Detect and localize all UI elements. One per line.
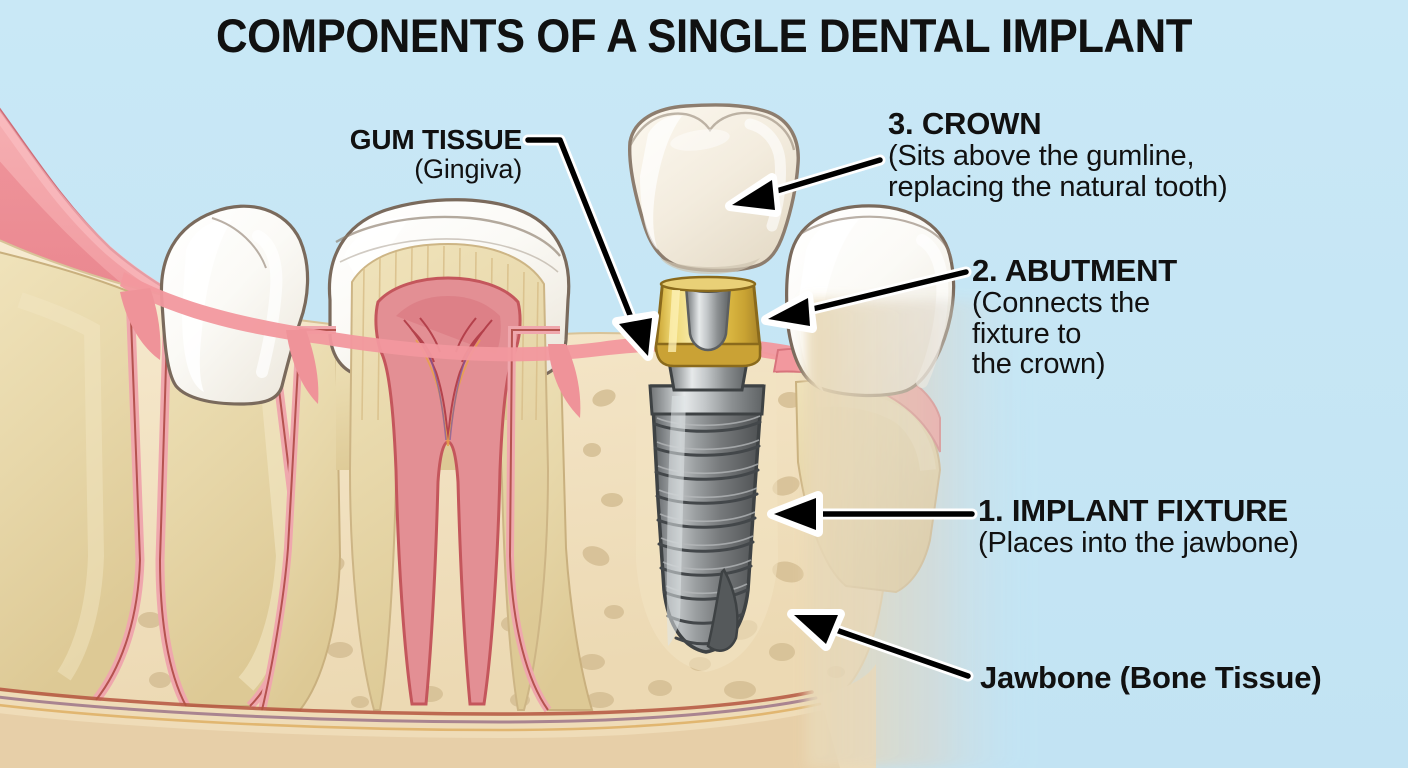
label-crown-sub-line2: replacing the natural tooth) [888, 170, 1228, 203]
label-crown-sub-line1: (Sits above the gumline, [888, 139, 1195, 172]
label-crown: 3. CROWN (Sits above the gumline, replac… [888, 106, 1228, 203]
label-abutment-sub-line1: (Connects the [972, 286, 1150, 319]
label-jawbone-heading: Jawbone (Bone Tissue) [980, 660, 1322, 695]
label-gum-tissue-sub: (Gingiva) [414, 153, 522, 184]
page-title: COMPONENTS OF A SINGLE DENTAL IMPLANT [215, 9, 1192, 62]
label-abutment: 2. ABUTMENT (Connects the fixture to the… [972, 253, 1178, 381]
abutment-art [654, 275, 762, 392]
label-abutment-sub-line3: the crown) [972, 348, 1106, 381]
label-abutment-sub-line2: fixture to [972, 317, 1082, 350]
label-implant-fixture-heading: 1. IMPLANT FIXTURE [978, 493, 1288, 528]
label-implant-fixture: 1. IMPLANT FIXTURE (Places into the jawb… [978, 493, 1299, 559]
label-jawbone: Jawbone (Bone Tissue) [980, 660, 1322, 695]
label-crown-heading: 3. CROWN [888, 106, 1042, 141]
label-implant-fixture-sub: (Places into the jawbone) [978, 526, 1299, 559]
label-gum-tissue-heading: GUM TISSUE [349, 124, 522, 155]
label-abutment-heading: 2. ABUTMENT [972, 253, 1178, 288]
label-gum-tissue: GUM TISSUE (Gingiva) [322, 125, 522, 183]
leader-lines [522, 134, 978, 682]
